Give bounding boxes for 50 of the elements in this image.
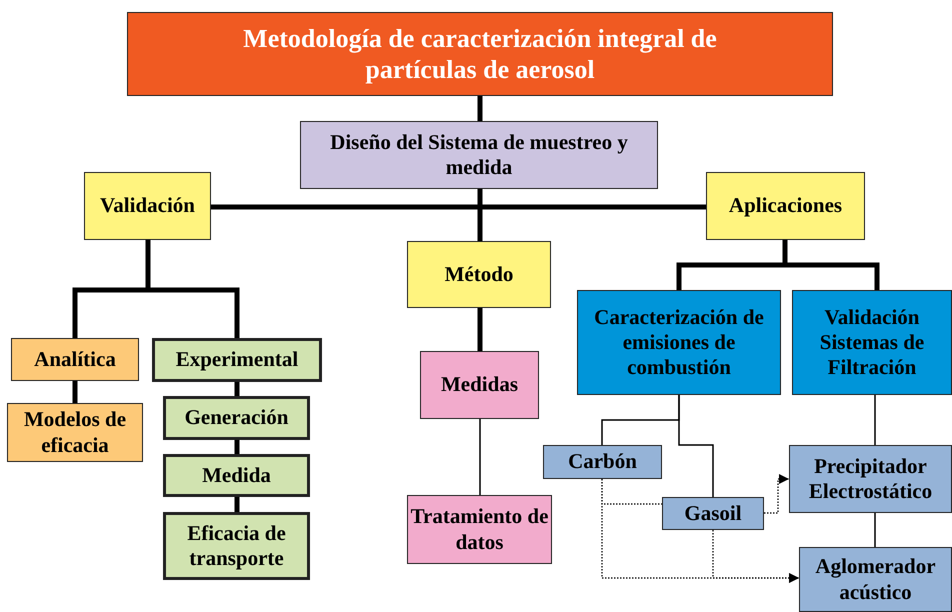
node-label: Diseño del Sistema de muestreo y medida (329, 130, 629, 180)
process-box (163, 512, 310, 580)
node-label: Validación (100, 193, 195, 219)
process-box (706, 172, 865, 240)
process-box (152, 338, 322, 382)
connector-line (72, 381, 78, 403)
dotted-arrow (764, 474, 789, 514)
node-label: Tratamiento de datos (410, 504, 549, 555)
node-label: Medida (202, 462, 271, 488)
connector-line (874, 513, 876, 547)
node-label: Metodología de caracterización integral de partículas de aerosol (242, 22, 718, 86)
process-box (407, 241, 551, 308)
process-box (407, 495, 552, 564)
connector-line (234, 382, 240, 396)
node-label: Método (444, 262, 514, 288)
process-box (577, 290, 781, 395)
process-box (662, 497, 764, 530)
node-label: Aplicaciones (728, 193, 842, 219)
connector-line (234, 440, 240, 454)
node-label: Modelos de eficacia (22, 407, 128, 458)
node-label: Analítica (34, 346, 116, 372)
node-label: Generación (184, 405, 288, 431)
title-box (127, 12, 833, 96)
connector-line (479, 419, 481, 495)
node-label: Eficacia de transporte (186, 520, 287, 572)
node-label: Caracterización de emisiones de combustión (593, 304, 765, 380)
process-box (789, 445, 952, 513)
process-box (163, 454, 310, 497)
process-box (163, 396, 310, 440)
connector-line (478, 308, 482, 351)
process-box (84, 172, 211, 240)
process-box (11, 338, 139, 381)
connector-line (874, 395, 876, 445)
node-label: Aglomerador acústico (814, 554, 937, 605)
process-box (420, 351, 539, 419)
node-label: Validación Sistemas de Filtración (818, 304, 926, 380)
connector-line (678, 395, 714, 497)
connector-line (234, 497, 240, 512)
process-box (300, 121, 658, 189)
dotted-arrow (712, 530, 799, 583)
process-box (7, 403, 143, 462)
node-label: Experimental (176, 347, 298, 373)
process-box (543, 445, 662, 479)
connector-line (478, 96, 482, 121)
node-label: Medidas (440, 372, 518, 398)
process-box (792, 290, 952, 395)
node-label: Carbón (568, 449, 637, 475)
process-box (799, 547, 952, 612)
node-label: Gasoil (684, 500, 742, 526)
node-label: Precipitador Electrostático (808, 454, 934, 504)
